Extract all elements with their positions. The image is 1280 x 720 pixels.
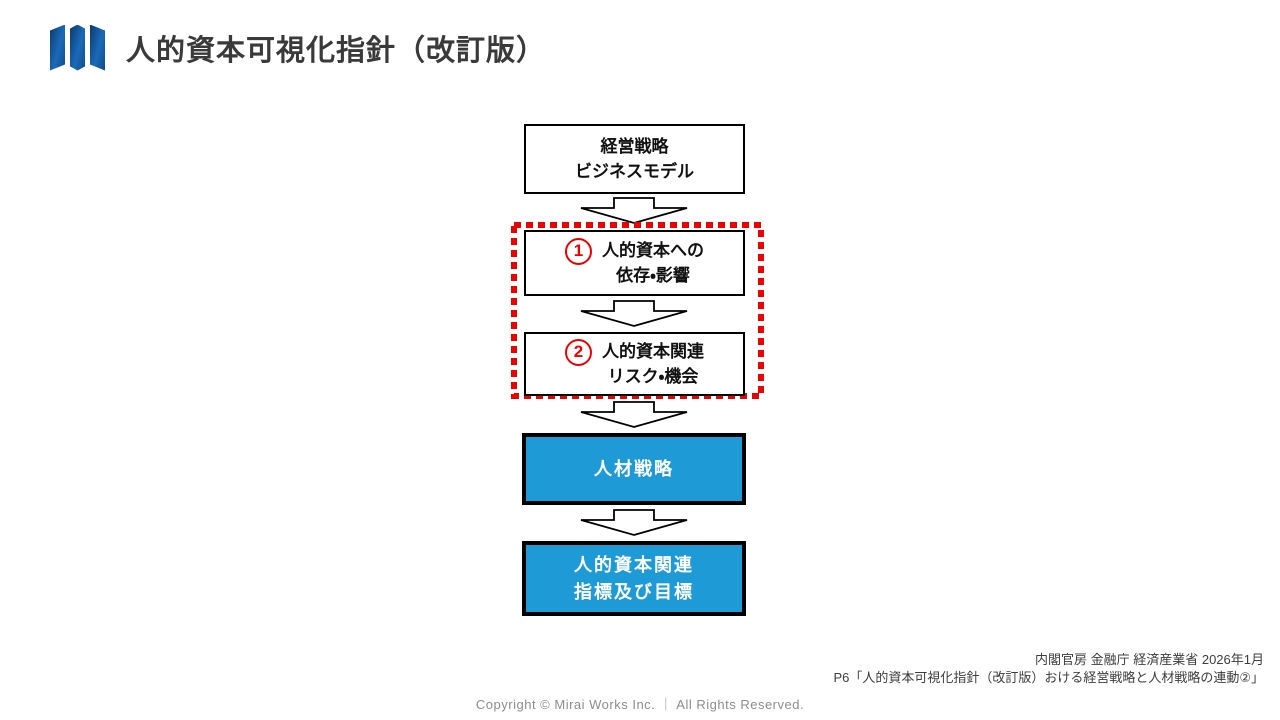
- numbered-box-content: 2 人的資本関連 リスク・機会: [565, 338, 704, 390]
- flow-box-indicators-targets: 人的資本関連 指標及び目標: [522, 541, 746, 616]
- source-line: P6「人的資本可視化指針（改訂版）おける経営戦略と人材戦略の連動②」: [833, 669, 1264, 685]
- logo-bar-icon: [90, 24, 105, 71]
- circled-number-2: 2: [565, 338, 592, 366]
- logo-bar-icon: [50, 24, 65, 71]
- logo-bar-icon: [70, 24, 85, 71]
- circled-number-1: 1: [565, 237, 592, 265]
- box-line: 人材戦略: [594, 458, 674, 479]
- box-line: 依存・影響: [616, 266, 690, 285]
- box-line: 指標及び目標: [574, 581, 694, 602]
- flow-box-risk-opportunity: 2 人的資本関連 リスク・機会: [524, 332, 745, 396]
- down-arrow-icon: [580, 197, 688, 224]
- flow-box-hr-strategy: 人材戦略: [522, 433, 746, 505]
- box-line: 経営戦略: [600, 136, 669, 156]
- source-line: 内閣官房 金融庁 経済産業省 2026年1月: [1035, 652, 1264, 667]
- flow-box-management-strategy: 経営戦略 ビジネスモデル: [524, 124, 745, 194]
- flow-box-dependency-impact: 1 人的資本への 依存・影響: [524, 230, 745, 296]
- box-text: 人的資本関連 リスク・機会: [602, 339, 704, 390]
- page-title: 人的資本可視化指針（改訂版）: [126, 34, 547, 67]
- box-text: 人的資本への 依存・影響: [602, 238, 704, 289]
- box-line: 人的資本関連: [574, 554, 694, 575]
- numbered-box-content: 1 人的資本への 依存・影響: [565, 237, 704, 289]
- header: 人的資本可視化指針（改訂版）: [50, 24, 546, 71]
- down-arrow-icon: [580, 300, 688, 327]
- box-line: リスク・機会: [607, 367, 699, 386]
- box-line: ビジネスモデル: [575, 162, 694, 181]
- source-citation: 内閣官房 金融庁 経済産業省 2026年1月 P6「人的資本可視化指針（改訂版）…: [833, 651, 1264, 686]
- box-line: 人的資本関連: [602, 341, 704, 361]
- copyright-notice: Copyright © Mirai Works Inc. ｜ All Right…: [475, 697, 805, 712]
- down-arrow-icon: [580, 401, 688, 428]
- company-logo-icon: [50, 24, 106, 71]
- box-line: 人的資本への: [602, 240, 704, 260]
- down-arrow-icon: [580, 509, 688, 536]
